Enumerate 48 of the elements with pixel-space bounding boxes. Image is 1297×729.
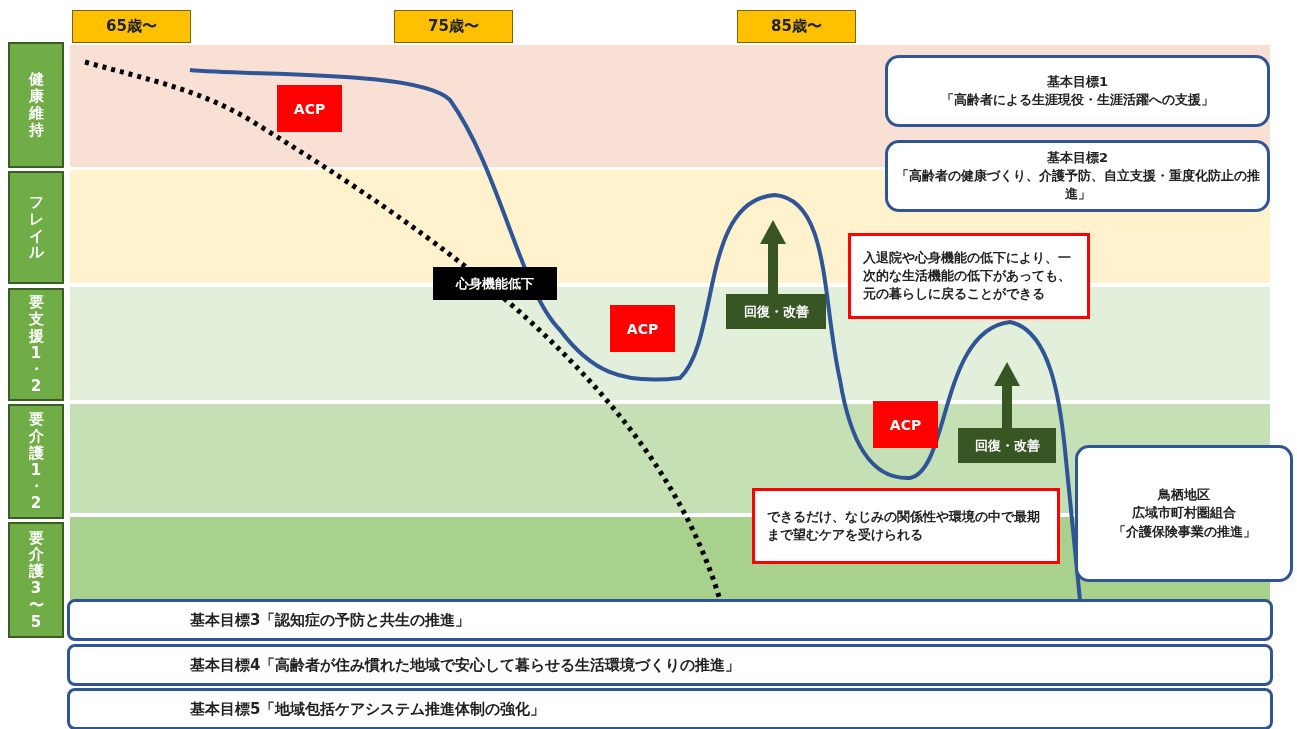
label-text: フレイル — [28, 193, 44, 262]
label-text: 基本目標3「認知症の予防と共生の推進」 — [190, 610, 471, 630]
label-text: 要介護1・2 — [28, 411, 44, 512]
event-tag — [433, 267, 557, 300]
note-box — [848, 233, 1090, 319]
label-text: 65歳〜 — [106, 17, 157, 36]
acp-tag — [873, 401, 938, 448]
label-text: ACP — [293, 100, 326, 117]
label-text: 要支援1・2 — [28, 294, 44, 395]
organization-box — [1075, 445, 1293, 582]
label-text: 基本目標2 — [1046, 148, 1108, 167]
label-text: 基本目標1 — [1046, 72, 1108, 91]
label-text: 鳥栖地区 — [1158, 486, 1210, 505]
label-text: 広域市町村圏組合 — [1132, 504, 1236, 523]
label-text: 基本目標5「地域包括ケアシステム推進体制の強化」 — [190, 699, 546, 719]
label-text: 回復・改善 — [974, 436, 1040, 455]
age-label — [72, 10, 191, 43]
recovery-tag — [726, 294, 826, 329]
goal-bar — [67, 644, 1273, 686]
goal-box — [885, 140, 1270, 212]
goal-bar — [67, 688, 1273, 729]
stage-label — [8, 42, 64, 168]
age-label — [737, 10, 856, 43]
recovery-tag — [958, 428, 1056, 463]
stage-label — [8, 522, 64, 638]
label-text: 「高齢者の健康づくり、介護予防、自立支援・重度化防止の推進」 — [894, 166, 1261, 204]
label-text: 基本目標4「高齢者が住み慣れた地域で安心して暮らせる生活環境づくりの推進」 — [190, 655, 741, 675]
stage-label — [8, 404, 64, 519]
label-text: 心身機能低下 — [456, 274, 534, 293]
label-text: 85歳〜 — [771, 17, 822, 36]
note-box — [752, 488, 1060, 564]
label-text: 要介護3〜5 — [28, 529, 44, 631]
stage-label — [8, 288, 64, 401]
label-text: 「介護保険事業の推進」 — [1112, 522, 1256, 541]
note-text: できるだけ、なじみの関係性や環境の中で最期まで望むケアを受けられる — [767, 507, 1041, 544]
acp-tag — [610, 305, 675, 352]
label-text: 健康維持 — [28, 71, 44, 139]
label-text: 「高齢者による生涯現役・生涯活躍への支援」 — [941, 91, 1214, 109]
label-text: ACP — [626, 320, 659, 337]
label-text: 回復・改善 — [743, 302, 809, 321]
note-text: 入退院や心身機能の低下により、一次的な生活機能の低下があっても、元の暮らしに戻ることができる — [863, 248, 1072, 304]
label-text: 75歳〜 — [428, 17, 479, 36]
goal-bar — [67, 599, 1273, 641]
age-label — [394, 10, 513, 43]
stage-label — [8, 171, 64, 284]
label-text: ACP — [889, 416, 922, 433]
acp-tag — [277, 85, 342, 132]
goal-box — [885, 55, 1270, 127]
